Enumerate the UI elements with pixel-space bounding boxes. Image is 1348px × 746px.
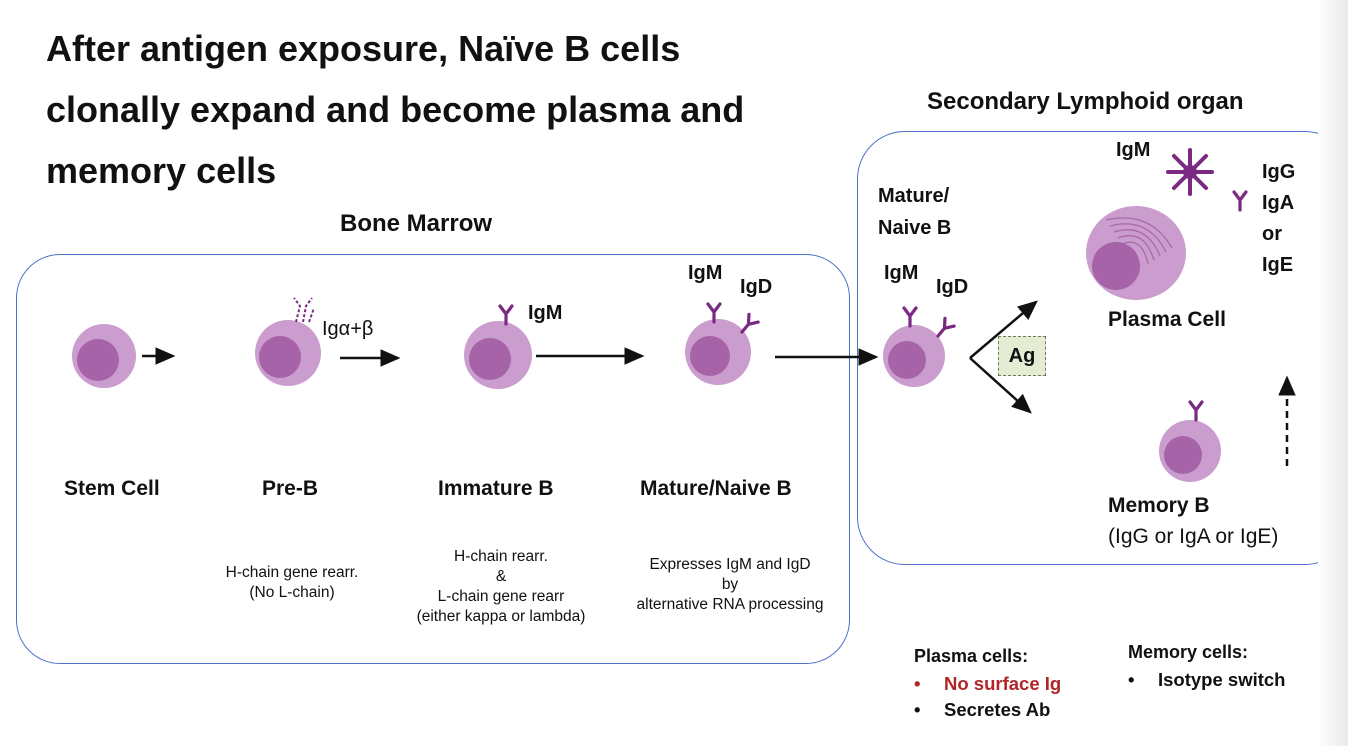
stage-stem-cell: Stem Cell	[64, 477, 160, 500]
immature-b-cell-icon	[464, 304, 532, 389]
secondary-mature-label: Mature/ Naive B	[878, 185, 952, 239]
arrow-to-memory	[969, 357, 1032, 414]
pre-b-cell-icon	[255, 297, 321, 386]
stage-immature-b: Immature B	[438, 477, 554, 500]
secondary-igd-label: IgD	[936, 276, 969, 298]
stage-mature-naive-b: Mature/Naive B	[640, 477, 792, 500]
bone-marrow-box	[16, 254, 850, 664]
isotype-list: IgG IgA or IgE	[1262, 161, 1296, 276]
memory-notes: Memory cells: •Isotype switch	[1128, 642, 1285, 691]
secondary-lymphoid-label: Secondary Lymphoid organ	[927, 88, 1244, 115]
plasma-cell-label: Plasma Cell	[1108, 308, 1226, 331]
antibody-monomer-icon	[1232, 190, 1248, 212]
memory-note-1: •Isotype switch	[1128, 669, 1286, 690]
immature-b-description: H-chain rearr. & L-chain gene rearr (eit…	[416, 548, 586, 625]
secondary-lymphoid-box	[857, 131, 1348, 565]
plasma-notes-heading: Plasma cells:	[914, 646, 1029, 666]
stage-pre-b: Pre-B	[262, 477, 319, 500]
title-line-3: memory cells	[46, 150, 277, 191]
mature-igd-label: IgD	[740, 276, 773, 298]
mature-b-description: Expresses IgM and IgD by alternative RNA…	[636, 556, 824, 613]
memory-b-label: Memory B	[1108, 494, 1210, 517]
memory-b-cell-icon	[1159, 400, 1221, 482]
title-line-2: clonally expand and become plasma and	[46, 89, 745, 130]
secondary-mature-b-cell-icon	[883, 306, 956, 387]
mature-naive-b-cell-icon	[685, 302, 760, 385]
plasma-note-1: •No surface Ig	[914, 673, 1062, 694]
memory-notes-heading: Memory cells:	[1128, 642, 1249, 662]
antigen-box: Ag	[998, 336, 1046, 376]
title-line-1: After antigen exposure, Naïve B cells	[46, 28, 681, 69]
iga-b-label: Igα+β	[322, 318, 374, 340]
slide-edge-shadow	[1318, 0, 1348, 746]
plasma-note-2: •Secretes Ab	[914, 699, 1051, 720]
immature-igm-label: IgM	[528, 302, 563, 324]
memory-b-sublabel: (IgG or IgA or IgE)	[1108, 525, 1279, 548]
pre-b-description: H-chain gene rearr. (No L-chain)	[225, 564, 359, 601]
plasma-cell-icon	[1086, 206, 1186, 300]
secondary-igm-label: IgM	[884, 262, 919, 284]
stem-cell-icon	[72, 324, 136, 388]
slide-title: After antigen exposure, Naïve B cells cl…	[46, 18, 744, 201]
plasma-notes: Plasma cells: •No surface Ig •Secretes A…	[914, 646, 1061, 721]
mature-igm-label: IgM	[688, 262, 723, 284]
pentamer-igm-label: IgM	[1116, 139, 1151, 161]
bone-marrow-label: Bone Marrow	[340, 210, 493, 237]
arrow-to-plasma	[969, 300, 1038, 359]
